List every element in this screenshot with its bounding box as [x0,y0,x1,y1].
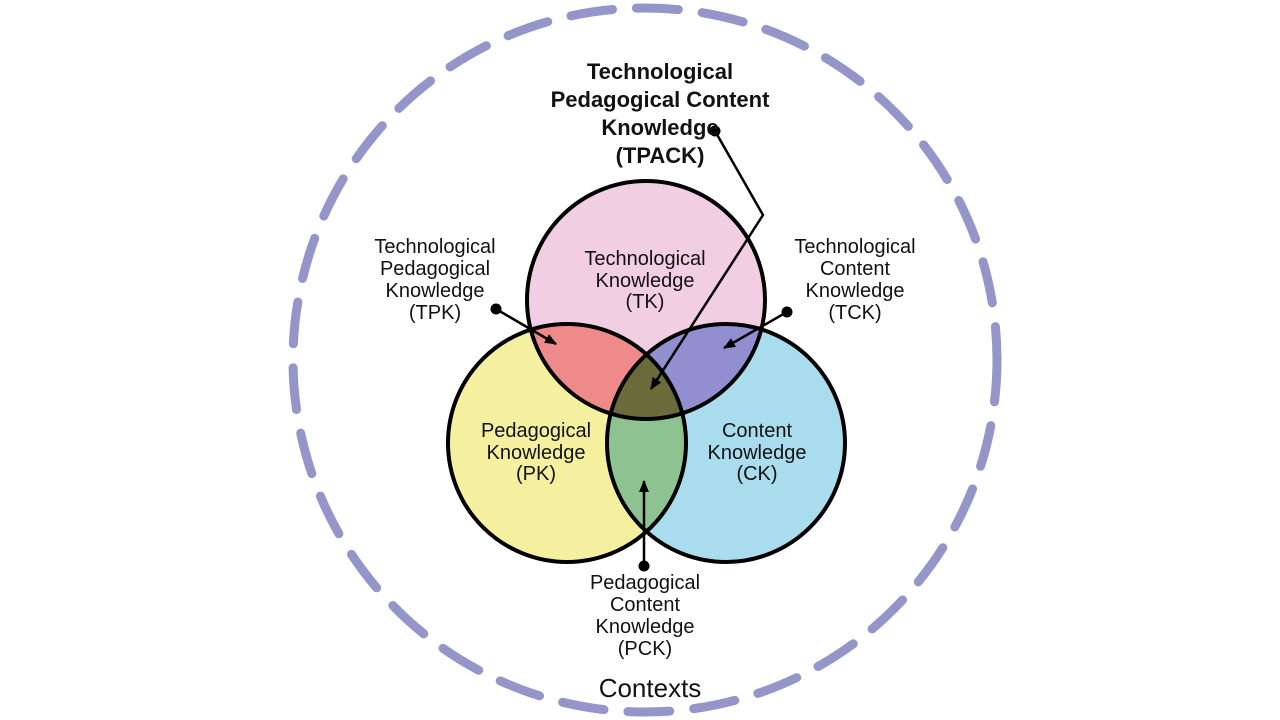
pck-label: Pedagogical Content Knowledge (PCK) [590,572,700,660]
tck-label-line: Content [819,258,891,280]
tck-label-line: Knowledge [805,280,905,302]
tck-label: Technological Content Knowledge (TCK) [794,236,915,324]
pck-label-line: (PCK) [617,638,673,660]
tpk-label-line: Knowledge [385,280,485,302]
tpack-title-label: Technological Pedagogical Content Knowle… [551,58,770,170]
tpack-title-line: Technological [586,59,734,84]
tck-label-line: Technological [794,236,916,258]
ck-label-line: Content [721,420,793,442]
tck-label-line: (TCK) [828,302,882,324]
tpack-title-line: Pedagogical Content [550,87,770,112]
tk-label-line: (TK) [625,291,665,313]
tpack-title-line: (TPACK) [615,143,705,168]
tpack-pointer [649,125,765,390]
pk-label: Pedagogical Knowledge (PK) [480,420,592,486]
tck-pointer [723,306,793,350]
tk-label-line: Knowledge [595,269,695,292]
pk-label-line: Pedagogical [480,420,592,442]
tpk-label-line: (TPK) [408,302,462,324]
ck-label: Content Knowledge (CK) [707,420,807,486]
pck-label-line: Pedagogical [589,572,701,594]
contexts-label: Contexts [598,673,702,703]
pck-pointer [638,480,650,572]
pk-label-line: (PK) [516,463,556,485]
tk-circle-outline [525,179,767,421]
contexts-ring [288,3,1002,717]
tpk-label-line: Technological [374,236,496,258]
pck-label-line: Content [609,594,681,616]
tpk-label-line: Pedagogical [379,258,491,280]
ck-label-line: Knowledge [707,441,807,464]
tpk-pointer [490,303,557,346]
tck-region [607,324,765,419]
tpk-region [527,324,686,419]
ck-circle-outline [605,322,847,564]
ck-label-line: (CK) [736,463,778,485]
tk-label-line: Technological [584,248,706,270]
tk-label: Technological Knowledge (TK) [584,248,706,314]
pk-circle-outline [446,322,688,564]
tpack-title-line: Knowledge [601,115,719,140]
pck-label-line: Knowledge [595,616,695,638]
tpk-label: Technological Pedagogical Knowledge (TPK… [374,236,495,324]
pk-label-line: Knowledge [486,441,586,464]
